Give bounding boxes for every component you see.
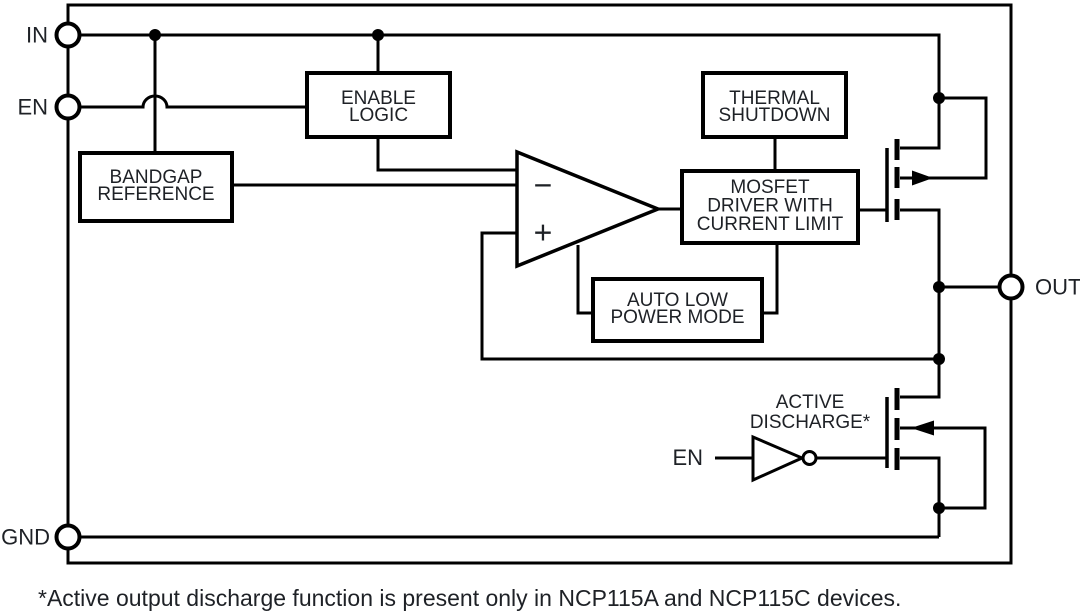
junction-dots (149, 29, 945, 514)
thermal-shutdown-label: THERMAL (729, 88, 820, 109)
error-amplifier: − + (515, 149, 663, 269)
in-pin-circle (54, 21, 82, 49)
inverter-triangle (751, 434, 806, 483)
auto-low-power-label: AUTO LOW (627, 290, 728, 311)
junction-dot (372, 29, 384, 41)
enable-logic-label: ENABLE (341, 88, 416, 109)
enable-to-amp-wire (376, 137, 516, 172)
out-pin-label: OUT (1035, 275, 1080, 300)
block-enable-logic: ENABLE LOGIC (305, 71, 452, 139)
mosfet-driver-box (680, 169, 860, 245)
pass-source-wire (900, 208, 941, 287)
pins: IN EN GND OUT (1, 21, 1080, 551)
discharge-mosfet (885, 388, 934, 470)
block-auto-low-power: AUTO LOW POWER MODE (591, 277, 764, 343)
junction-dot (933, 353, 945, 365)
alpm-left-wire (576, 245, 593, 315)
enable-logic-box (305, 71, 452, 139)
en-pin-circle (54, 93, 82, 121)
junction-dot (933, 92, 945, 104)
active-discharge-label: DISCHARGE* (750, 412, 871, 433)
en-wire-with-hop (80, 94, 307, 109)
amp-plus-input-symbol: + (534, 215, 553, 251)
pass-mosfet (885, 139, 933, 222)
device-outline (66, 3, 1013, 565)
thermal-shutdown-box (701, 71, 848, 139)
auto-low-power-label: POWER MODE (610, 307, 744, 328)
en-pin-label: EN (17, 95, 48, 120)
active-discharge-label: ACTIVE (776, 392, 845, 413)
gnd-pin-circle (54, 523, 82, 551)
out-pin-circle (997, 273, 1025, 301)
feedback-wire (480, 231, 939, 361)
junction-dot (933, 281, 945, 293)
discharge-inverter: EN ACTIVE DISCHARGE* (672, 392, 871, 483)
wires (68, 33, 1011, 539)
footnote-text: *Active output discharge function is pre… (38, 585, 901, 611)
in-pin-label: IN (26, 23, 48, 48)
discharge-source-wire (900, 456, 941, 537)
pass-mosfet-body-arrow (912, 170, 933, 186)
mosfet-driver-label: CURRENT LIMIT (697, 214, 844, 235)
discharge-body-wire (900, 426, 987, 510)
alpm-right-wire (762, 243, 779, 315)
bandgap-reference-label: REFERENCE (97, 184, 214, 205)
block-mosfet-driver: MOSFET DRIVER WITH CURRENT LIMIT (680, 169, 860, 245)
inverter-en-label: EN (672, 445, 703, 470)
in-rail-wire (68, 33, 941, 150)
junction-dot (933, 502, 945, 514)
block-thermal-shutdown: THERMAL SHUTDOWN (701, 71, 848, 139)
error-amplifier-triangle (515, 149, 663, 269)
amp-minus-input-symbol: − (534, 167, 553, 203)
mosfet-driver-label: DRIVER WITH (707, 196, 833, 217)
thermal-shutdown-label: SHUTDOWN (719, 105, 831, 126)
inverter-bubble (801, 450, 818, 466)
gnd-pin-label: GND (1, 525, 50, 550)
bandgap-reference-box (78, 151, 234, 223)
pass-body-wire (900, 96, 988, 180)
junction-dot (149, 29, 161, 41)
auto-low-power-box (591, 277, 764, 343)
mosfet-driver-label: MOSFET (730, 177, 810, 198)
block-bandgap-reference: BANDGAP REFERENCE (78, 151, 234, 223)
bandgap-reference-label: BANDGAP (110, 167, 203, 188)
enable-logic-label: LOGIC (349, 105, 408, 126)
discharge-mosfet-body-arrow (911, 420, 934, 436)
out-to-discharge-wire (900, 287, 941, 399)
